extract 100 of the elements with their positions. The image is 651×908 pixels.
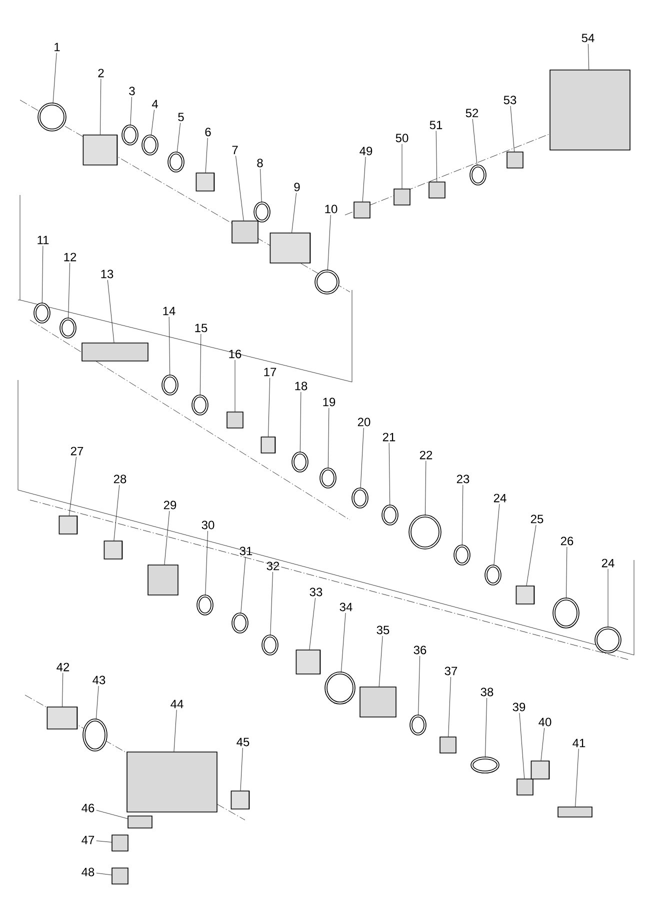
- part-drawing: [232, 220, 258, 244]
- leader-line: [268, 378, 270, 437]
- leader-line: [388, 442, 390, 506]
- part-drawing: [126, 752, 218, 812]
- leader-line: [68, 456, 76, 516]
- sleeve-drawing: [530, 760, 550, 780]
- sleeve-drawing: [46, 706, 78, 730]
- callout-number: 30: [202, 520, 214, 530]
- leader-line: [309, 598, 316, 650]
- leader-line: [200, 334, 202, 396]
- part-drawing: [354, 202, 370, 218]
- leader-line: [328, 408, 330, 469]
- sleeve-drawing: [104, 540, 123, 560]
- sleeve-drawing: [58, 516, 78, 534]
- callout-number: 24: [602, 558, 614, 568]
- leader-line: [240, 556, 246, 614]
- ring-drawing: [168, 152, 184, 172]
- leader-line: [327, 214, 331, 271]
- leader-line: [575, 748, 579, 807]
- callout-number: 16: [229, 350, 242, 358]
- ring-drawing: [162, 374, 178, 396]
- leader-line: [234, 360, 236, 412]
- leader-line: [96, 686, 99, 720]
- callout-number: 53: [504, 96, 516, 104]
- leader-line: [418, 656, 420, 716]
- callout-number: 14: [163, 306, 176, 316]
- callout-number: 24: [494, 494, 506, 502]
- part-drawing: [440, 736, 456, 754]
- leader-line: [462, 484, 464, 546]
- callout-number: 35: [376, 626, 390, 634]
- leader-line: [114, 484, 120, 541]
- part-drawing: [506, 152, 524, 168]
- leader-line: [510, 106, 514, 152]
- part-drawing: [516, 778, 534, 796]
- part-drawing: [558, 806, 592, 818]
- ring-drawing: [410, 714, 426, 736]
- leader-line: [566, 546, 568, 599]
- leader-line: [436, 130, 438, 182]
- sleeve-drawing: [516, 586, 535, 604]
- callout-number: 45: [236, 738, 250, 746]
- leader-line: [292, 192, 297, 233]
- part-drawing: [82, 342, 148, 362]
- leader-line: [362, 156, 366, 202]
- ring-drawing: [552, 598, 580, 628]
- callout-number: 19: [323, 398, 336, 406]
- callout-number: 7: [232, 146, 238, 154]
- callout-number: 4: [152, 100, 158, 108]
- leader-line: [236, 156, 244, 221]
- ring-drawing: [314, 270, 340, 294]
- callout-number: 23: [456, 474, 470, 484]
- ring-drawing: [470, 164, 486, 186]
- leader-line: [340, 612, 346, 673]
- sleeve-drawing: [230, 790, 250, 810]
- sleeve-drawing: [260, 436, 276, 454]
- ring-drawing: [352, 488, 368, 508]
- ring-drawing: [320, 468, 336, 488]
- ring-drawing: [454, 544, 470, 566]
- ring-drawing: [484, 564, 502, 586]
- callout-number: 9: [294, 182, 300, 192]
- part-drawing: [112, 834, 128, 852]
- sleeve-drawing: [196, 172, 215, 192]
- callout-number: 22: [420, 450, 432, 460]
- callout-number: 1: [54, 42, 60, 52]
- callout-number: 50: [396, 134, 408, 142]
- part-drawing: [394, 188, 410, 206]
- leader-line: [494, 504, 500, 566]
- leader-line: [240, 748, 243, 791]
- callout-number: 39: [512, 702, 526, 712]
- leader-line: [448, 676, 451, 737]
- ring-drawing: [38, 102, 66, 132]
- callout-number: 47: [82, 836, 94, 844]
- leader-line: [588, 44, 590, 70]
- part-drawing: [360, 686, 396, 718]
- leader-line: [205, 530, 208, 596]
- callout-number: 18: [295, 382, 308, 390]
- callout-number: 12: [64, 252, 76, 262]
- callout-number: 8: [257, 158, 263, 168]
- leader-line: [96, 840, 112, 842]
- part-drawing: [428, 182, 446, 198]
- ring-drawing: [142, 134, 158, 156]
- callout-number: 46: [82, 804, 94, 812]
- callout-number: 41: [572, 738, 586, 748]
- ring-drawing: [254, 202, 270, 222]
- callout-number: 33: [310, 588, 322, 596]
- callout-number: 26: [560, 536, 574, 546]
- leader-line: [174, 710, 177, 752]
- leader-line: [52, 52, 57, 104]
- leader-line: [485, 698, 488, 758]
- callout-number: 17: [264, 368, 276, 376]
- ring-drawing: [122, 124, 138, 146]
- leader-line: [42, 246, 44, 304]
- callout-number: 5: [178, 112, 184, 122]
- callout-number: 13: [101, 270, 114, 278]
- leader-line: [107, 280, 114, 343]
- callout-number: 29: [164, 500, 176, 510]
- ring-drawing: [470, 756, 500, 774]
- leader-line: [378, 636, 383, 687]
- leader-line: [260, 168, 262, 203]
- callout-number: 28: [114, 474, 126, 484]
- ring-drawing: [324, 672, 356, 704]
